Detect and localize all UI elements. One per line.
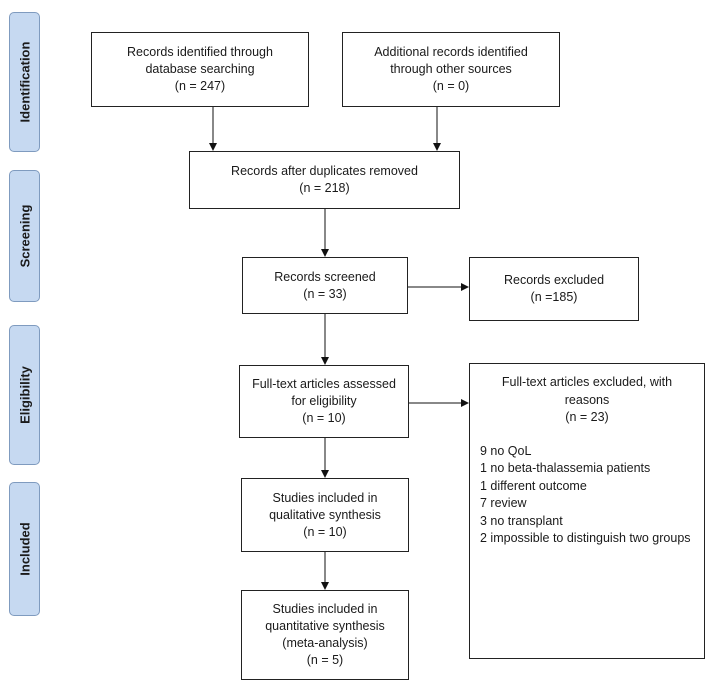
box-count: (n = 33) — [303, 286, 347, 301]
box-text: Full-text articles assessed — [252, 377, 396, 391]
box-full-text-excluded: Full-text articles excluded, with reason… — [469, 363, 705, 659]
box-text: quantitative synthesis — [265, 619, 385, 633]
exclusion-reason: 2 impossible to distinguish two groups — [480, 531, 691, 545]
phase-screening: Screening — [9, 170, 40, 302]
box-records-screened: Records screened (n = 33) — [242, 257, 408, 314]
box-qualitative-synthesis: Studies included in qualitative synthesi… — [241, 478, 409, 552]
box-other-sources: Additional records identified through ot… — [342, 32, 560, 107]
excluded-header: Full-text articles excluded, with reason… — [470, 374, 704, 427]
exclusion-reason: 1 no beta-thalassemia patients — [480, 461, 651, 475]
exclusion-reason: 7 review — [480, 496, 527, 510]
box-text: Records identified through — [127, 45, 273, 59]
box-text: (meta-analysis) — [282, 636, 368, 650]
box-count: (n = 23) — [565, 410, 609, 424]
box-text: Records after duplicates removed — [231, 164, 418, 178]
box-text: Additional records identified — [374, 45, 528, 59]
phase-eligibility: Eligibility — [9, 325, 40, 465]
phase-identification: Identification — [9, 12, 40, 152]
box-quantitative-synthesis: Studies included in quantitative synthes… — [241, 590, 409, 680]
box-text: Full-text articles excluded, with — [501, 375, 673, 389]
box-database-records: Records identified through database sear… — [91, 32, 309, 107]
box-text: qualitative synthesis — [269, 507, 381, 522]
box-full-text-assessed: Full-text articles assessed for eligibil… — [239, 365, 409, 438]
exclusion-reason: 9 no QoL — [480, 443, 532, 458]
box-text: reasons — [564, 392, 610, 407]
box-records-excluded: Records excluded (n =185) — [469, 257, 639, 321]
box-count: (n = 0) — [432, 79, 470, 93]
box-duplicates-removed: Records after duplicates removed (n = 21… — [189, 151, 460, 209]
box-text: Records screened — [274, 269, 376, 284]
box-count: (n = 10) — [303, 524, 347, 539]
exclusion-reasons-list: 9 no QoL 1 no beta-thalassemia patients … — [480, 443, 704, 548]
box-count: (n = 5) — [306, 653, 344, 667]
box-text: through other sources — [390, 62, 512, 76]
box-text: Studies included in — [272, 490, 378, 505]
phase-included: Included — [9, 482, 40, 616]
box-text: database searching — [145, 62, 255, 76]
box-text: for eligibility — [291, 394, 357, 408]
box-count: (n = 10) — [302, 411, 346, 425]
exclusion-reason: 3 no transplant — [480, 513, 563, 528]
box-text: Records excluded — [503, 273, 605, 287]
exclusion-reason: 1 different outcome — [480, 478, 587, 493]
box-count: (n =185) — [530, 290, 578, 304]
box-count: (n = 247) — [174, 79, 226, 93]
box-text: Studies included in — [272, 602, 378, 616]
box-count: (n = 218) — [299, 181, 350, 195]
